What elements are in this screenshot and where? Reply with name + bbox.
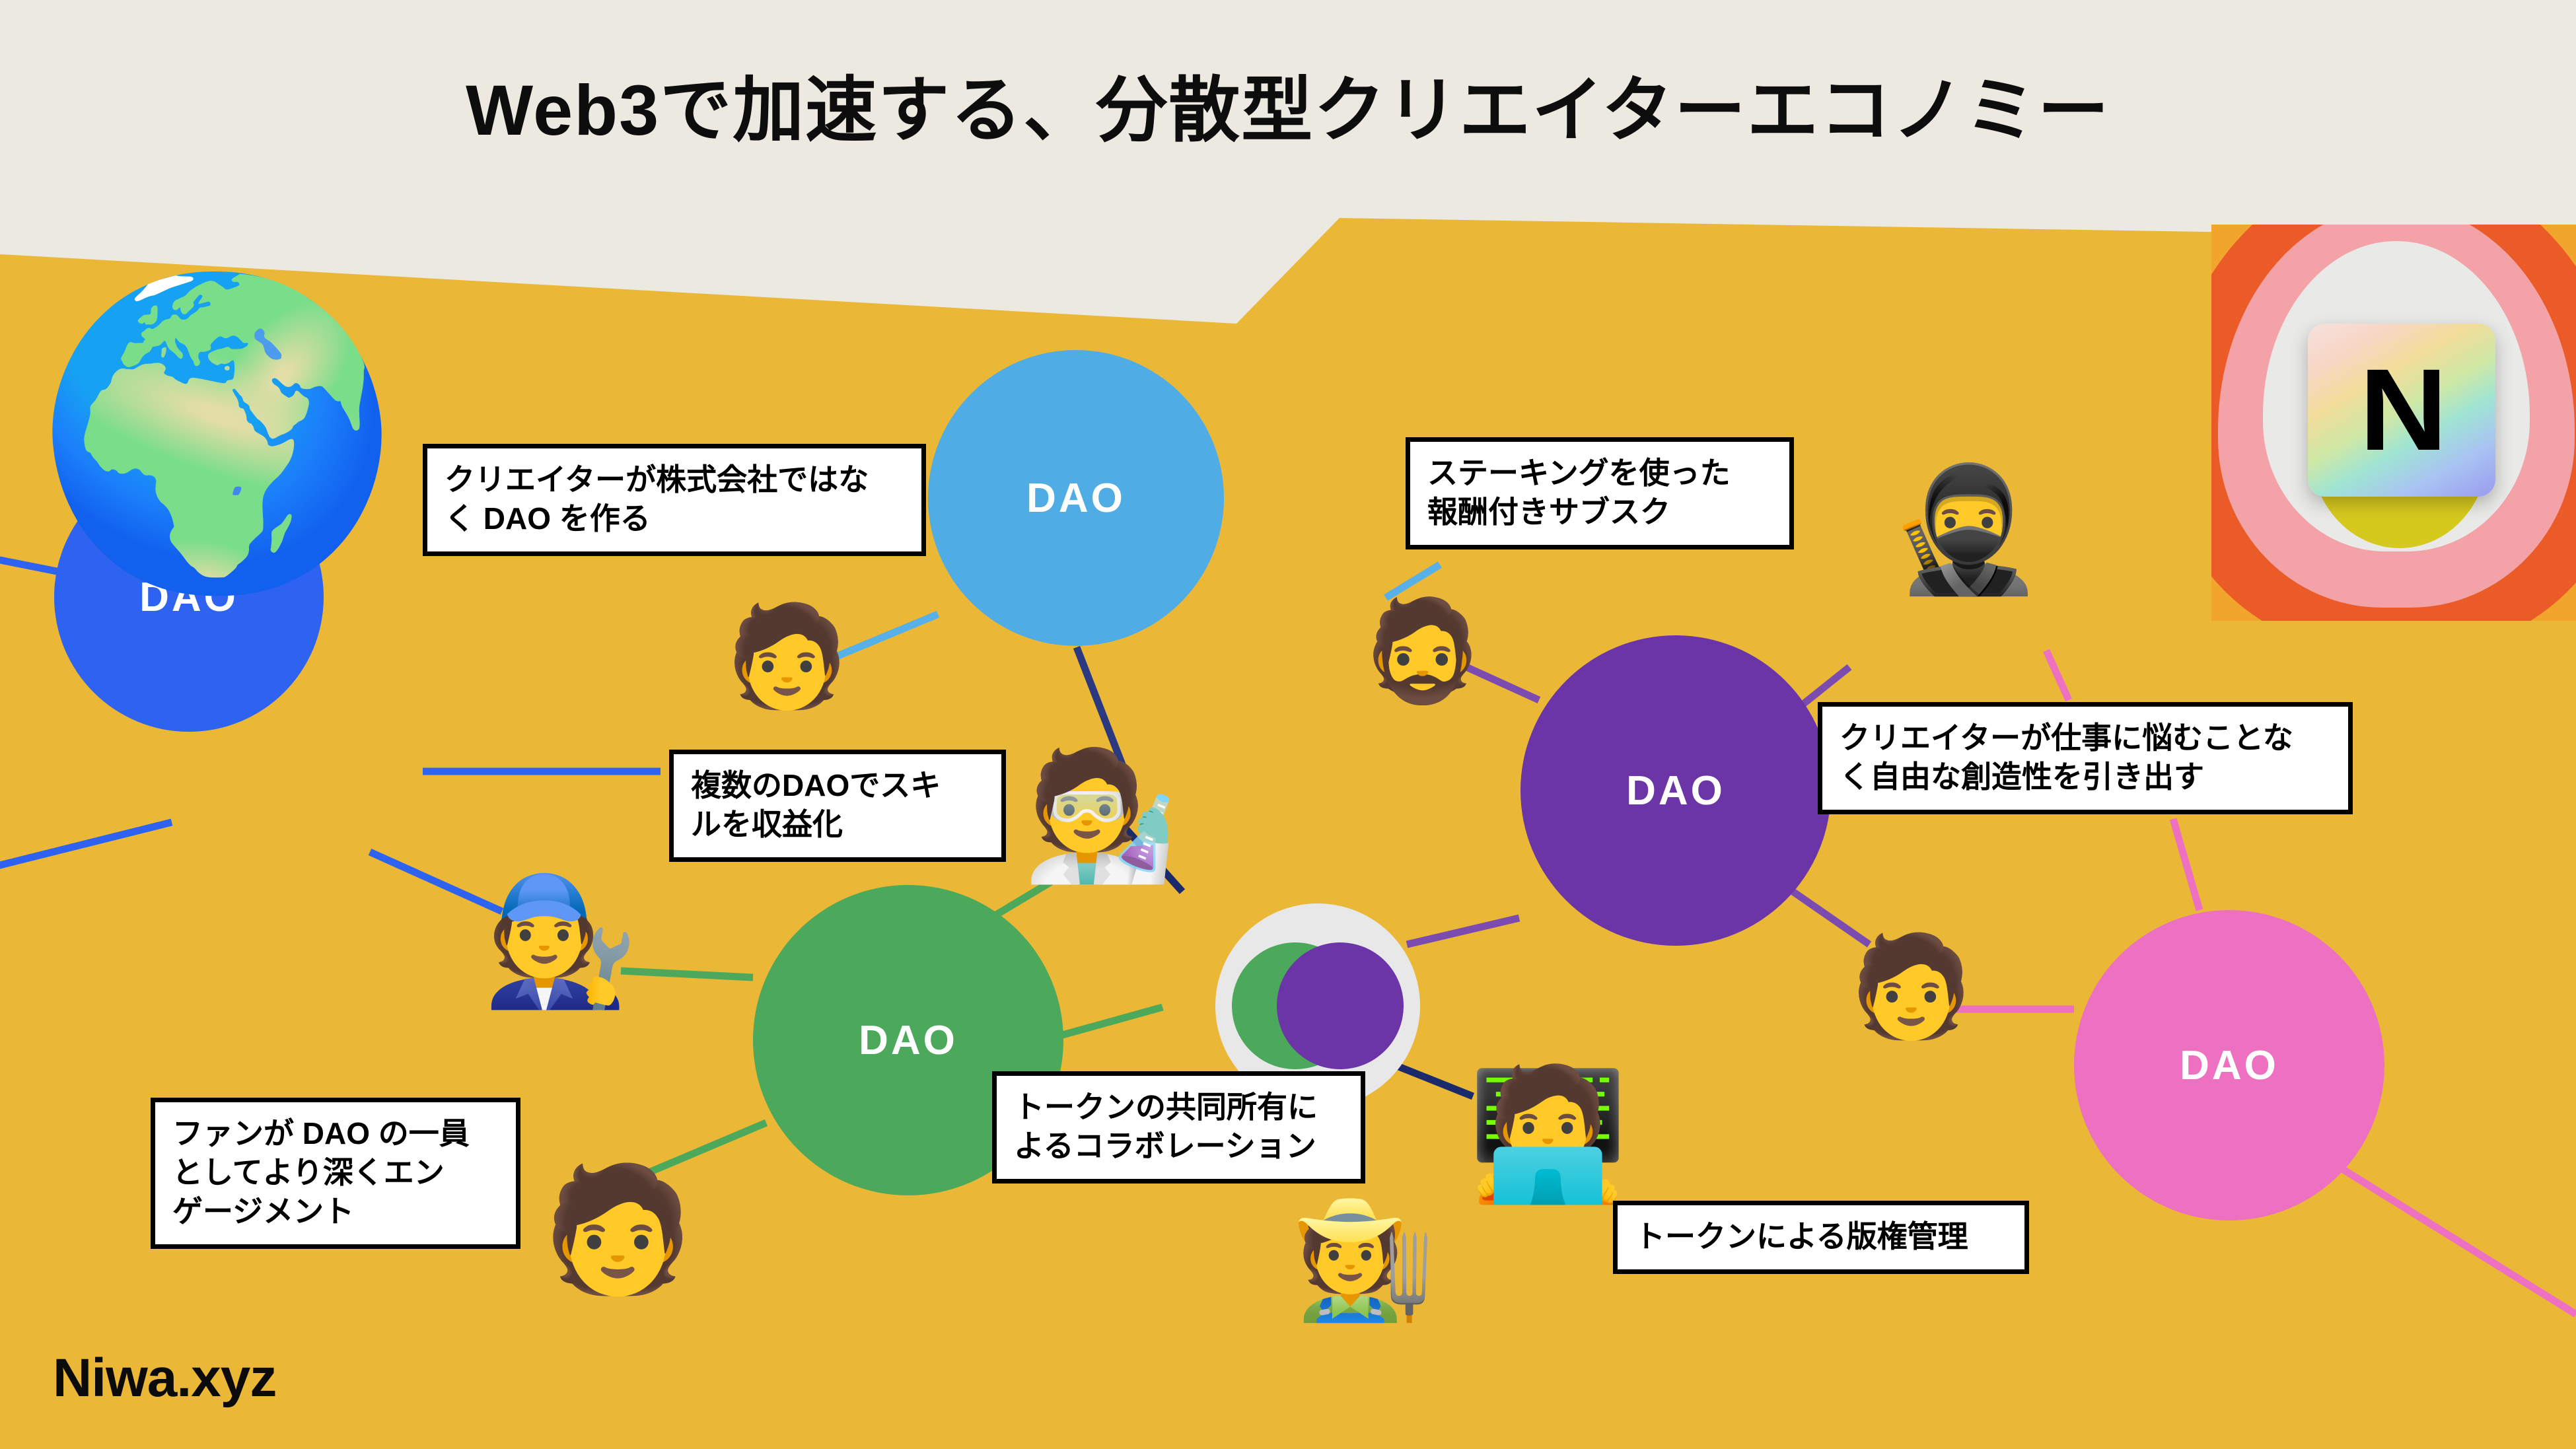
avatar-scientist: 🧑‍🔬 <box>1022 746 1179 886</box>
callout-free-creativity: クリエイターが仕事に悩むことな く自由な創造性を引き出す <box>1818 702 2353 814</box>
avatar-mechanic: 🧑‍🔧 <box>482 871 639 1011</box>
header-band: Web3で加速する、分散型クリエイターエコノミー <box>0 0 2576 218</box>
page-title: Web3で加速する、分散型クリエイターエコノミー <box>466 70 2110 150</box>
callout-token-collab: トークンの共同所有に よるコラボレーション <box>992 1071 1365 1184</box>
avatar-person-curly: 🧑 <box>1849 931 1973 1042</box>
brand-logo-tile[interactable]: N <box>2211 225 2576 621</box>
avatar-person-red-hair: 🧑 <box>725 600 849 711</box>
avatar-ninja: 🥷 <box>1889 462 2042 598</box>
callout-token-rights: トークンによる版権管理 <box>1613 1201 2029 1274</box>
avatar-person-blond: 🧑 <box>542 1162 694 1298</box>
brand-logo-card: N <box>2308 324 2495 497</box>
callout-dao-not-corp: クリエイターが株式会社ではな く DAO を作る <box>423 444 926 556</box>
dao-node-dao-pink[interactable]: DAO <box>2074 910 2384 1220</box>
dao-node-label: DAO <box>859 1017 958 1063</box>
dao-node-dao-purple[interactable]: DAO <box>1521 635 1831 946</box>
callout-multi-dao: 複数のDAOでスキ ルを収益化 <box>669 750 1006 862</box>
brand-wordmark: Niwa.xyz <box>53 1348 277 1408</box>
dao-node-label: DAO <box>1026 475 1126 521</box>
dao-node-label: DAO <box>2180 1042 2279 1088</box>
avatar-person-beard: 🧔 <box>1361 595 1484 706</box>
globe-icon: 🌍 <box>33 267 404 598</box>
callout-fan-engagement: ファンが DAO の一員 としてより深くエン ゲージメント <box>151 1098 520 1249</box>
avatar-technologist: 🧑‍💻 <box>1468 1062 1628 1206</box>
hub-purple-circle <box>1277 942 1404 1069</box>
brand-logo-letter: N <box>2359 345 2447 475</box>
callout-staking-subs: ステーキングを使った 報酬付きサブスク <box>1406 437 1794 549</box>
dao-node-dao-light-blue[interactable]: DAO <box>928 350 1224 646</box>
avatar-farmer: 🧑‍🌾 <box>1291 1195 1435 1324</box>
dao-node-label: DAO <box>1626 767 1725 814</box>
